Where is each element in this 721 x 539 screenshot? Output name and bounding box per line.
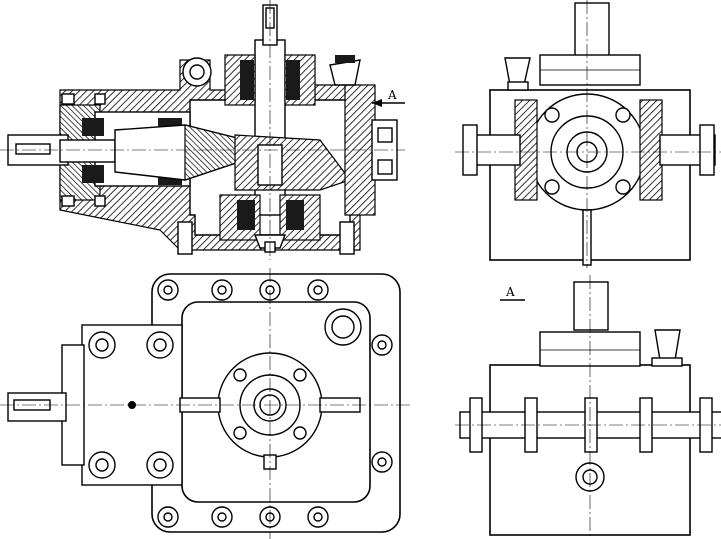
view-label-a-top: A [387,88,397,102]
view-label-a-bottom: A [505,285,515,299]
hub-bolts [544,107,631,195]
side-view [455,0,721,268]
perimeter-bolts [157,279,393,528]
section-view: A [0,0,405,260]
block-bolts [88,331,174,479]
view-a: A [455,275,721,539]
flange-bolts [233,368,307,440]
top-view [0,268,410,539]
